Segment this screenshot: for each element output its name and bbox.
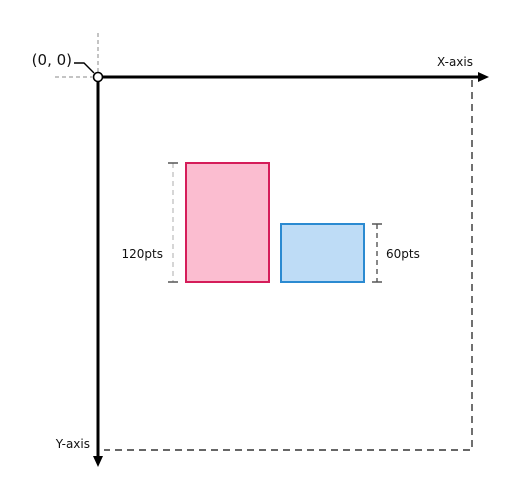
origin-label: (0, 0): [32, 51, 72, 69]
y-axis-label: Y-axis: [55, 437, 90, 451]
x-axis-label: X-axis: [437, 55, 473, 69]
y-axis-arrowhead: [93, 456, 103, 467]
origin-leader-line: [74, 62, 95, 74]
origin-marker: [92, 71, 104, 83]
x-axis-arrowhead: [478, 72, 489, 82]
canvas-boundary: [104, 80, 473, 451]
blue-height-label: 60pts: [386, 247, 420, 261]
blue-rectangle: [280, 223, 365, 283]
pink-rectangle: [185, 162, 270, 283]
pink-height-label: 120pts: [122, 247, 163, 261]
